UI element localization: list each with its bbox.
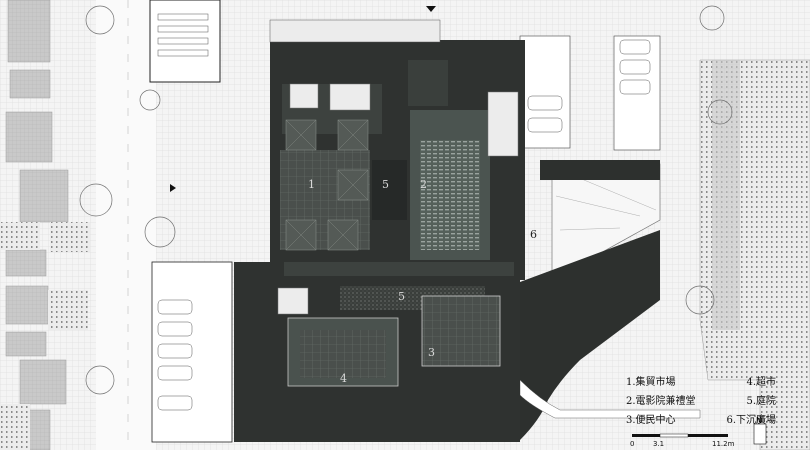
top-marker [426, 6, 436, 12]
zone-label-1: 1 [308, 178, 315, 191]
parking-right [519, 35, 661, 151]
north-arrow [753, 423, 767, 445]
zone-label-6: 6 [530, 228, 537, 241]
legend-item-6: 6.下沉廣場 [726, 415, 776, 426]
scale-bar [632, 433, 728, 438]
scale-label-start: 0 [630, 440, 635, 448]
right-fields-band [712, 60, 740, 330]
parking-left [151, 261, 233, 443]
zone-label-2: 2 [420, 178, 427, 191]
zone-label-5a: 5 [382, 178, 389, 191]
north-label: N [756, 416, 762, 425]
scale-label-end: 11.2m [712, 440, 735, 448]
parking-top-left [149, 0, 221, 83]
ring-road [520, 230, 660, 440]
left-road [96, 0, 156, 450]
zone-label-3: 3 [428, 346, 435, 359]
legend-item-4: 4.超市 [746, 377, 776, 388]
legend-row: 2.電影院兼禮堂 5.庭院 [626, 392, 776, 411]
legend-item-1: 1.集貿市場 [626, 377, 676, 388]
trees [79, 5, 733, 395]
zone-label-4: 4 [340, 372, 347, 385]
left-marker [170, 184, 176, 192]
legend: 1.集貿市場 4.超市 2.電影院兼禮堂 5.庭院 3.便民中心 6.下沉廣場 [626, 373, 776, 430]
legend-row: 1.集貿市場 4.超市 [626, 373, 776, 392]
legend-item-2: 2.電影院兼禮堂 [626, 396, 696, 407]
legend-row: 3.便民中心 6.下沉廣場 [626, 411, 776, 430]
legend-item-3: 3.便民中心 [626, 415, 676, 426]
legend-item-5: 5.庭院 [746, 396, 776, 407]
scale-label-mid: 3.1 [653, 440, 665, 448]
zone-label-5b: 5 [398, 290, 405, 303]
building [234, 19, 525, 442]
left-fields [0, 222, 90, 450]
